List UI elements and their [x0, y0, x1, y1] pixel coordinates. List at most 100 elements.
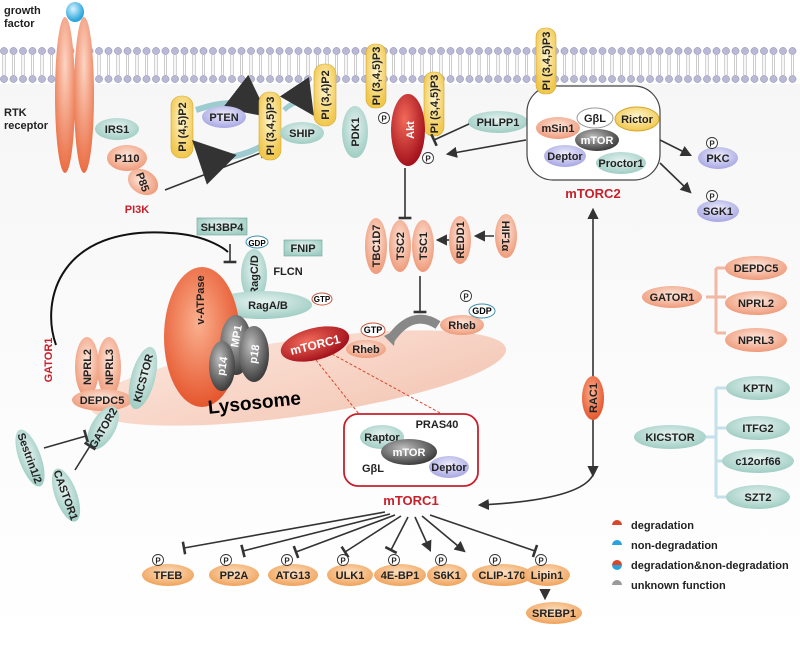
- svg-text:P: P: [463, 292, 469, 301]
- mtorc2-to-pkc: [659, 139, 693, 157]
- legend-label: unknown function: [631, 580, 726, 592]
- fnip-node: [283, 239, 323, 257]
- pip2-node: [170, 95, 194, 159]
- plasma-membrane: [0, 46, 800, 84]
- svg-text:p18: p18: [247, 344, 262, 365]
- svg-text:P: P: [381, 114, 387, 123]
- svg-text:SH3BP4: SH3BP4: [201, 222, 245, 234]
- svg-text:PI (4,5)P2: PI (4,5)P2: [177, 102, 189, 152]
- svg-text:P: P: [538, 556, 544, 565]
- mtorc2-to-sgk1: [659, 162, 692, 194]
- gator1-inhibition-curve: [50, 231, 229, 346]
- svg-text:SREBP1: SREBP1: [532, 608, 576, 620]
- svg-text:PI (3,4,5)P3: PI (3,4,5)P3: [371, 47, 383, 106]
- mtorc2-to-akt: [445, 139, 527, 158]
- legend-label: degradation&non-degradation: [631, 560, 789, 572]
- legend-label: non-degradation: [631, 540, 718, 552]
- p110-label: P110: [114, 153, 139, 165]
- svg-text:P: P: [391, 556, 397, 565]
- pten-node: [202, 106, 246, 128]
- itfg2-node: [726, 416, 790, 440]
- p18-node: [239, 326, 269, 382]
- rac1-to-mtorc1: [477, 474, 594, 511]
- growth-factor-ball: [66, 2, 84, 22]
- redd1-node: [449, 216, 471, 264]
- irs1-node: [95, 118, 139, 140]
- proctor1-node: [596, 152, 646, 174]
- p85-node: [127, 168, 159, 196]
- svg-text:GDP: GDP: [472, 306, 492, 316]
- nprl3-left-node: [97, 337, 121, 397]
- kicstor-left-node: [128, 346, 158, 410]
- svg-text:GβL: GβL: [584, 113, 606, 125]
- svg-text:GDP: GDP: [248, 239, 266, 248]
- zoom-line-left: [315, 359, 360, 415]
- phlpp1-node: [468, 111, 528, 133]
- svg-text:c12orf66: c12orf66: [735, 456, 780, 468]
- tbc1d7-node: [365, 218, 387, 274]
- srebp1-node: [526, 602, 582, 624]
- sgk1-node: [697, 200, 739, 222]
- gtp-rheb-node: [360, 322, 386, 338]
- pip3-mtorc2-node: [535, 27, 557, 95]
- rictor-node: [614, 106, 660, 132]
- svg-text:KICSTOR: KICSTOR: [645, 432, 694, 444]
- svg-text:ITFG2: ITFG2: [742, 423, 773, 435]
- mtorc1-title: mTORC1: [383, 493, 438, 508]
- phlpp1-label: PHLPP1: [477, 117, 520, 129]
- gdp-rheb-node: [468, 303, 496, 319]
- 4ebp1-node: [374, 564, 426, 586]
- svg-text:Lipin1: Lipin1: [531, 570, 563, 582]
- svg-text:DEPDC5: DEPDC5: [734, 263, 779, 275]
- phlpp1-inhibits-akt: [430, 123, 470, 147]
- svg-text:KPTN: KPTN: [743, 383, 773, 395]
- svg-text:PKC: PKC: [706, 153, 729, 165]
- svg-text:FNIP: FNIP: [290, 243, 315, 255]
- pip3-akt-node: [365, 43, 387, 109]
- svg-text:P: P: [492, 556, 498, 565]
- pras40-label: PRAS40: [416, 419, 459, 431]
- pi3k-label: PI3K: [125, 204, 150, 216]
- rtk-receptor-label: RTK receptor: [4, 107, 49, 132]
- nprl3-right-node: [725, 328, 787, 352]
- gbl1-label: GβL: [362, 463, 384, 475]
- atg13-node: [268, 564, 318, 586]
- svg-text:GTP: GTP: [364, 325, 383, 335]
- svg-text:Raptor: Raptor: [364, 432, 400, 444]
- kicstor-right-node: [634, 425, 706, 449]
- rtk-receptor: [55, 2, 94, 173]
- zoom-line-right: [331, 353, 443, 415]
- depdc5-left-node: [72, 389, 132, 411]
- mtor1-node: [381, 439, 437, 465]
- svg-text:TSC2: TSC2: [395, 232, 407, 260]
- hif1a-node: [495, 214, 517, 258]
- szt2-node: [726, 485, 790, 509]
- svg-text:P: P: [709, 192, 715, 201]
- svg-text:DEPDC5: DEPDC5: [80, 395, 125, 407]
- sestrin-node: [15, 429, 45, 487]
- downstream-targets: TFEB PP2A ATG13 ULK1 4E-BP1 S6K1 CLIP-17…: [142, 564, 582, 624]
- pip-cycle: PI (4,5)P2 PTEN PI (3,4,5)P3 SHIP PI (3,…: [170, 63, 337, 185]
- svg-text:REDD1: REDD1: [455, 221, 467, 258]
- mtorc1-lysosome-node: [280, 326, 350, 362]
- svg-text:P: P: [438, 556, 444, 565]
- svg-text:RagC/D: RagC/D: [249, 255, 261, 295]
- svg-text:P: P: [709, 139, 715, 148]
- legend: degradationnon-degradationdegradation&no…: [612, 520, 789, 592]
- nprl2-right-node: [725, 291, 787, 315]
- svg-text:TBC1D7: TBC1D7: [371, 225, 383, 268]
- gator1-right-node: [642, 286, 702, 308]
- nprl2-left-node: [75, 337, 99, 397]
- p110-node: [107, 145, 147, 171]
- svg-text:PI (3,4)P2: PI (3,4)P2: [320, 70, 332, 120]
- svg-text:S6K1: S6K1: [433, 570, 461, 582]
- c12orf66-node: [722, 449, 794, 473]
- p14-node: [209, 341, 235, 391]
- castor1-node: [51, 468, 81, 522]
- svg-text:Proctor1: Proctor1: [598, 158, 643, 170]
- svg-text:mTOR: mTOR: [581, 135, 614, 147]
- tsc1-node: [412, 220, 434, 272]
- svg-text:ULK1: ULK1: [336, 570, 365, 582]
